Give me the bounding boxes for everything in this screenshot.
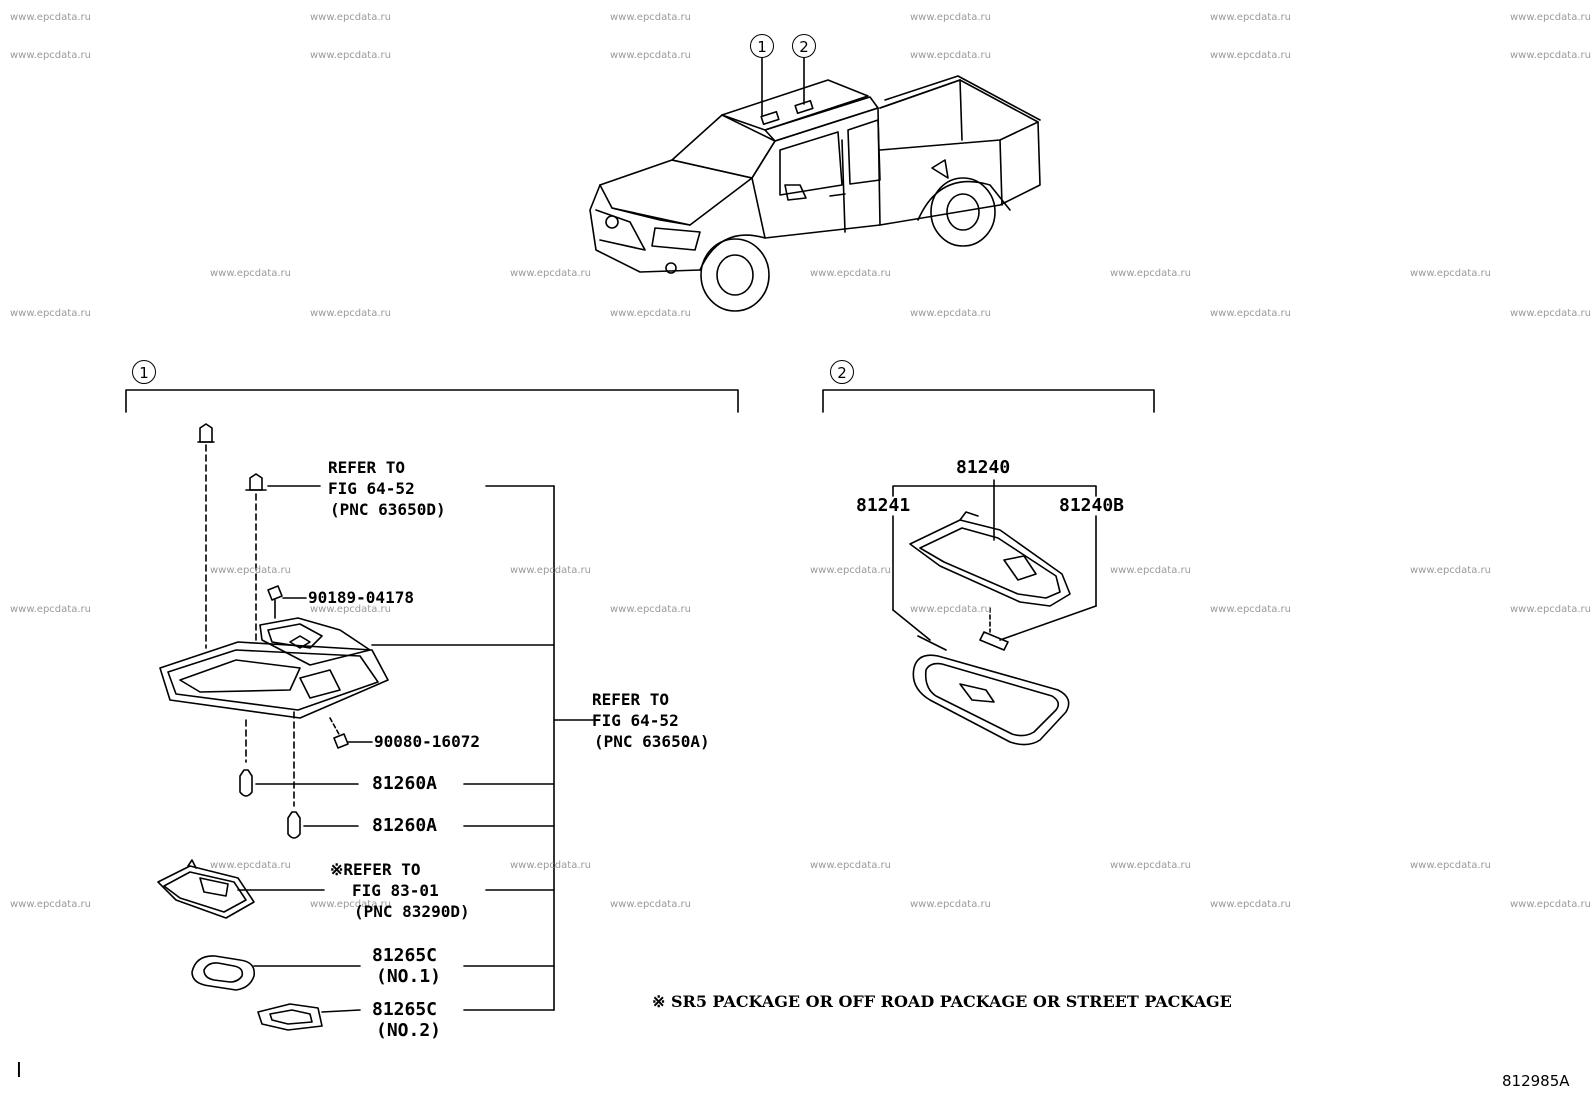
part-number-right[interactable]: 81240B: [1059, 495, 1125, 516]
watermark: www.epcdata.ru: [1510, 50, 1591, 61]
lens-2-number: (NO.2): [376, 1020, 442, 1041]
watermark: www.epcdata.ru: [810, 565, 891, 576]
refer-c-line3: (PNC 83290D): [354, 902, 470, 921]
watermark: www.epcdata.ru: [1410, 860, 1491, 871]
watermark: www.epcdata.ru: [210, 268, 291, 279]
watermark: www.epcdata.ru: [10, 12, 91, 23]
watermark: www.epcdata.ru: [310, 308, 391, 319]
watermark: www.epcdata.ru: [910, 12, 991, 23]
part-number-assy[interactable]: 81240: [956, 457, 1011, 478]
part-number-screw-a[interactable]: 90189-04178: [308, 588, 414, 607]
section2-bracket: [822, 389, 1155, 413]
watermark: www.epcdata.ru: [1510, 604, 1591, 615]
watermark: www.epcdata.ru: [610, 12, 691, 23]
part-number-bulb-2[interactable]: 81260A: [372, 815, 438, 836]
refer-c-line1: ※REFER TO: [330, 860, 421, 879]
watermark: www.epcdata.ru: [1210, 899, 1291, 910]
package-footnote: ※ SR5 PACKAGE OR OFF ROAD PACKAGE OR STR…: [652, 992, 1232, 1011]
truck-illustration: [589, 57, 1041, 312]
watermark: www.epcdata.ru: [910, 50, 991, 61]
watermark: www.epcdata.ru: [1210, 50, 1291, 61]
watermark: www.epcdata.ru: [910, 899, 991, 910]
watermark: www.epcdata.ru: [1210, 604, 1291, 615]
watermark: www.epcdata.ru: [310, 604, 391, 615]
watermark: www.epcdata.ru: [610, 604, 691, 615]
watermark: www.epcdata.ru: [10, 50, 91, 61]
watermark: www.epcdata.ru: [1210, 12, 1291, 23]
refer-a-line3: (PNC 63650D): [330, 500, 446, 519]
watermark: www.epcdata.ru: [1510, 899, 1591, 910]
watermark: www.epcdata.ru: [310, 50, 391, 61]
refer-b-line3: (PNC 63650A): [594, 732, 710, 751]
refer-b-line2: FIG 64-52: [592, 711, 679, 730]
watermark: www.epcdata.ru: [1210, 308, 1291, 319]
refer-a-line2: FIG 64-52: [328, 479, 415, 498]
watermark: www.epcdata.ru: [10, 899, 91, 910]
corner-mark: I: [16, 1058, 22, 1082]
watermark: www.epcdata.ru: [610, 308, 691, 319]
watermark: www.epcdata.ru: [10, 604, 91, 615]
part-number-lens-1[interactable]: 81265C: [372, 945, 438, 966]
part-number-lens-2[interactable]: 81265C: [372, 999, 438, 1020]
refer-b-line1: REFER TO: [592, 690, 670, 709]
watermark: www.epcdata.ru: [1410, 565, 1491, 576]
callout-1-section: 1: [132, 360, 156, 384]
callout-1-top: 1: [750, 34, 774, 58]
watermark: www.epcdata.ru: [310, 12, 391, 23]
callout-2-top: 2: [792, 34, 816, 58]
watermark: www.epcdata.ru: [510, 268, 591, 279]
section1-parts: [157, 423, 595, 1031]
watermark: www.epcdata.ru: [10, 308, 91, 319]
part-number-left[interactable]: 81241: [856, 495, 911, 516]
watermark: www.epcdata.ru: [1410, 268, 1491, 279]
part-number-screw-b[interactable]: 90080-16072: [374, 732, 480, 751]
watermark: www.epcdata.ru: [210, 860, 291, 871]
refer-c-line2: FIG 83-01: [352, 881, 439, 900]
watermark: www.epcdata.ru: [210, 565, 291, 576]
section1-bracket: [125, 389, 739, 413]
watermark: www.epcdata.ru: [1110, 860, 1191, 871]
watermark: www.epcdata.ru: [1510, 12, 1591, 23]
watermark: www.epcdata.ru: [810, 860, 891, 871]
watermark: www.epcdata.ru: [310, 899, 391, 910]
watermark: www.epcdata.ru: [810, 268, 891, 279]
section2-parts: [892, 479, 1097, 746]
watermark: www.epcdata.ru: [910, 604, 991, 615]
watermark: www.epcdata.ru: [1510, 308, 1591, 319]
watermark: www.epcdata.ru: [610, 50, 691, 61]
watermark: www.epcdata.ru: [610, 899, 691, 910]
watermark: www.epcdata.ru: [1110, 268, 1191, 279]
refer-a-line1: REFER TO: [328, 458, 406, 477]
watermark: www.epcdata.ru: [1110, 565, 1191, 576]
part-number-bulb-1[interactable]: 81260A: [372, 773, 438, 794]
watermark: www.epcdata.ru: [510, 860, 591, 871]
watermark: www.epcdata.ru: [510, 565, 591, 576]
callout-2-section: 2: [830, 360, 854, 384]
watermark: www.epcdata.ru: [910, 308, 991, 319]
lens-1-number: (NO.1): [376, 966, 442, 987]
figure-id: 812985A: [1502, 1072, 1570, 1090]
